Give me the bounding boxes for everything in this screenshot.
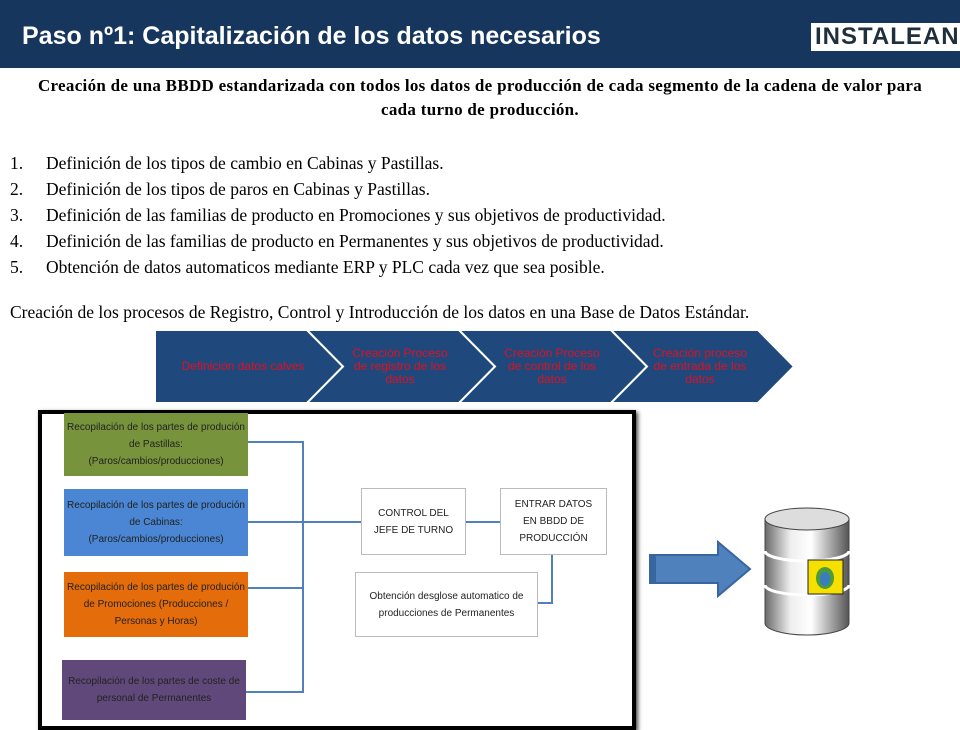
- list-item: 4. Definición de las familias de producto…: [10, 228, 666, 254]
- header-bar: [0, 0, 960, 68]
- item-text: Definición de las familias de producto e…: [46, 205, 666, 225]
- entrar-datos-box: ENTRAR DATOS EN BBDD DE PRODUCCIÓN: [500, 488, 607, 555]
- chevron-4: [609, 330, 795, 403]
- chevron-2: [305, 330, 497, 403]
- list-item: 2. Definición de los tipos de paros en Ca…: [10, 176, 666, 202]
- source-box-promociones: Recopilación de los partes de produción …: [64, 572, 248, 637]
- item-text: Definición de los tipos de cambio en Cab…: [46, 153, 444, 173]
- source-box-pastillas: Recopilación de los partes de produción …: [64, 413, 248, 476]
- chevron-process: Definición datos calves Creación Proceso…: [155, 330, 795, 403]
- chevron-label: Creación Proceso de control de los datos: [504, 346, 600, 386]
- source-box-permanentes: Recopilación de los partes de coste de p…: [62, 660, 246, 720]
- item-number: 1.: [10, 153, 24, 173]
- subtitle: Creación de una BBDD estandarizada con t…: [37, 76, 923, 119]
- connector: [246, 691, 304, 693]
- instalean-logo: INSTALEAN: [811, 23, 960, 51]
- chevron-label: Creación Proceso de registro de los dato…: [352, 346, 448, 386]
- connector: [302, 441, 304, 693]
- connector: [551, 555, 553, 604]
- list-item: 1. Definición de los tipos de cambio en C…: [10, 150, 666, 176]
- right-arrow-icon: [649, 540, 752, 598]
- database-icon: [763, 507, 851, 636]
- chevron-label: Creación proceso de entrada de los datos: [652, 346, 748, 386]
- process-text: Creación de los procesos de Registro, Co…: [10, 302, 750, 322]
- item-text: Definición de los tipos de paros en Cabi…: [46, 179, 430, 199]
- chevron-3: [457, 330, 649, 403]
- chevron-label: Definición datos calves: [181, 359, 305, 373]
- source-box-cabinas: Recopilación de los partes de produción …: [64, 489, 248, 556]
- list-item: 5. Obtención de datos automaticos mediant…: [10, 254, 666, 280]
- page-title: Paso nº1: Capitalización de los datos ne…: [22, 22, 601, 50]
- item-text: Definición de las familias de producto e…: [46, 231, 664, 251]
- item-text: Obtención de datos automaticos mediante …: [46, 257, 605, 277]
- control-box: CONTROL DEL JEFE DE TURNO: [361, 488, 466, 555]
- item-number: 5.: [10, 257, 24, 277]
- chevron-shapes: [155, 330, 795, 403]
- steps-list: 1. Definición de los tipos de cambio en C…: [10, 150, 666, 280]
- item-number: 4.: [10, 231, 24, 251]
- item-number: 2.: [10, 179, 24, 199]
- list-item: 3. Definición de las familias de producto…: [10, 202, 666, 228]
- connector: [466, 521, 500, 523]
- connector: [248, 521, 361, 523]
- connector: [248, 587, 304, 589]
- connector: [248, 441, 304, 443]
- obtencion-box: Obtención desglose automatico de producc…: [355, 572, 538, 637]
- connector: [538, 602, 553, 604]
- item-number: 3.: [10, 205, 24, 225]
